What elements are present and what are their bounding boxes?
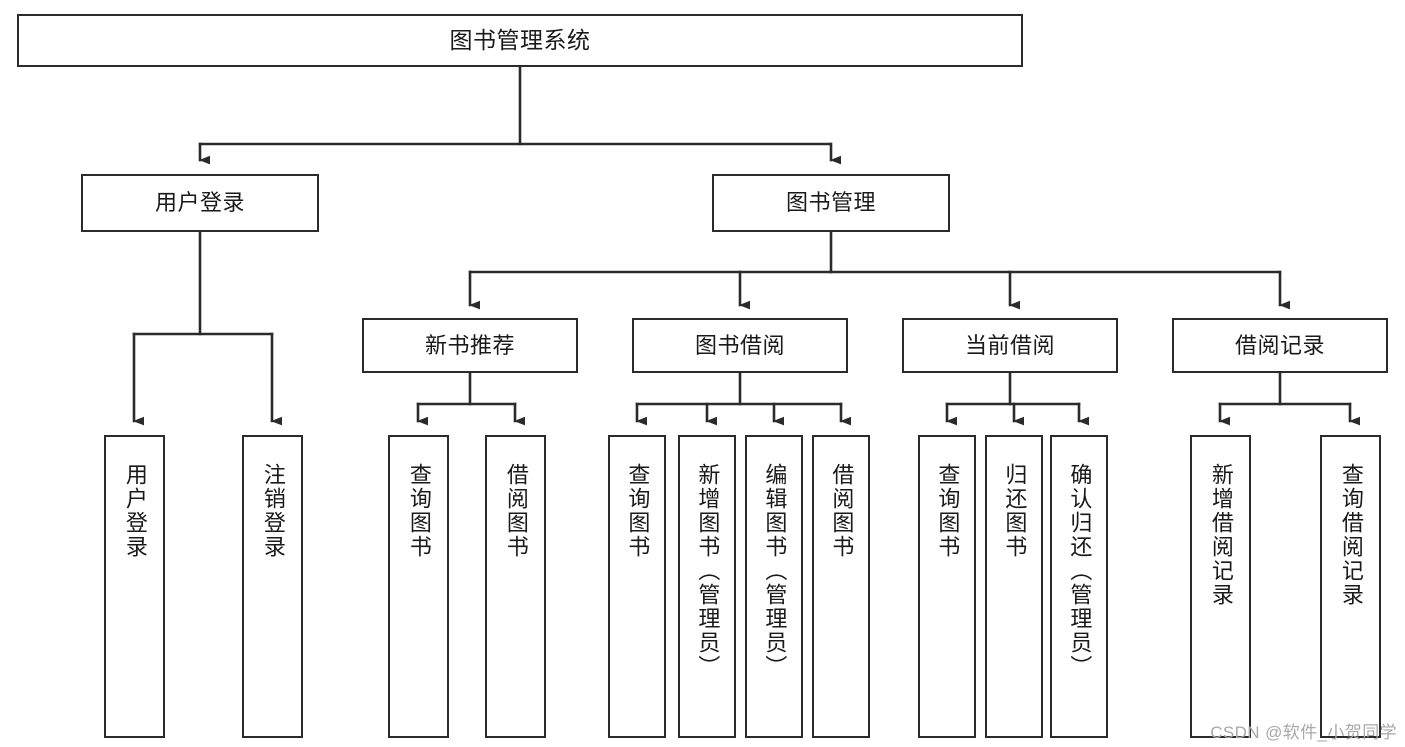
node-leaf-add-book-admin[interactable]: 新增图书（管理员）	[678, 435, 736, 738]
node-leaf-logout-login-label: 注销登录	[260, 463, 286, 559]
node-borrow-record[interactable]: 借阅记录	[1172, 318, 1388, 373]
node-borrow-record-label: 借阅记录	[1234, 332, 1325, 358]
node-leaf-add-book-admin-label: 新增图书（管理员）	[695, 463, 721, 679]
node-new-book-recommend-label: 新书推荐	[424, 332, 515, 358]
node-user-login[interactable]: 用户登录	[81, 174, 319, 232]
node-current-borrow-label: 当前借阅	[964, 332, 1055, 358]
node-user-login-label: 用户登录	[154, 190, 245, 216]
node-leaf-borrow-book-2-label: 借阅图书	[829, 463, 855, 559]
node-new-book-recommend[interactable]: 新书推荐	[362, 318, 578, 373]
node-leaf-query-book-2[interactable]: 查询图书	[608, 435, 666, 738]
node-leaf-confirm-return-admin-label: 确认归还（管理员）	[1067, 463, 1093, 679]
node-book-borrow[interactable]: 图书借阅	[632, 318, 848, 373]
node-leaf-return-book[interactable]: 归还图书	[985, 435, 1043, 738]
node-leaf-borrow-book-1-label: 借阅图书	[503, 463, 529, 559]
node-leaf-user-login[interactable]: 用户登录	[104, 435, 165, 738]
node-leaf-borrow-book-2[interactable]: 借阅图书	[812, 435, 870, 738]
node-leaf-add-borrow-record-label: 新增借阅记录	[1208, 463, 1234, 607]
node-book-manage[interactable]: 图书管理	[712, 174, 950, 232]
node-leaf-borrow-book-1[interactable]: 借阅图书	[485, 435, 546, 738]
node-leaf-logout-login[interactable]: 注销登录	[242, 435, 303, 738]
watermark-text: CSDN @软件_小贺同学	[1210, 723, 1397, 742]
node-leaf-query-book-2-label: 查询图书	[625, 463, 651, 559]
node-leaf-add-borrow-record[interactable]: 新增借阅记录	[1190, 435, 1251, 738]
node-leaf-edit-book-admin-label: 编辑图书（管理员）	[762, 463, 788, 679]
node-leaf-query-borrow-record[interactable]: 查询借阅记录	[1320, 435, 1381, 738]
node-leaf-user-login-label: 用户登录	[122, 463, 148, 559]
node-book-manage-label: 图书管理	[785, 190, 876, 216]
node-leaf-query-book-1-label: 查询图书	[406, 463, 432, 559]
node-root[interactable]: 图书管理系统	[17, 14, 1023, 67]
node-current-borrow[interactable]: 当前借阅	[902, 318, 1118, 373]
node-leaf-confirm-return-admin[interactable]: 确认归还（管理员）	[1050, 435, 1108, 738]
node-leaf-query-borrow-record-label: 查询借阅记录	[1338, 463, 1364, 607]
node-leaf-query-book-3-label: 查询图书	[935, 463, 961, 559]
node-leaf-return-book-label: 归还图书	[1002, 463, 1028, 559]
node-book-borrow-label: 图书借阅	[694, 332, 785, 358]
node-leaf-query-book-1[interactable]: 查询图书	[388, 435, 449, 738]
node-leaf-query-book-3[interactable]: 查询图书	[918, 435, 976, 738]
node-root-label: 图书管理系统	[449, 27, 591, 54]
node-leaf-edit-book-admin[interactable]: 编辑图书（管理员）	[745, 435, 803, 738]
